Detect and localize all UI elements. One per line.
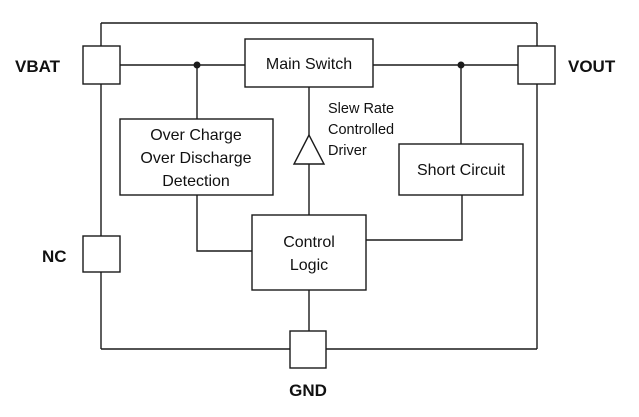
control-logic-label-line-1: Control [283, 234, 335, 251]
junction-dot-vbat [193, 61, 201, 69]
protection-label-line-3: Detection [162, 173, 230, 190]
driver-label-line-1: Slew Rate [328, 101, 394, 117]
package-outline [100, 22, 538, 350]
driver-label-line-2: Controlled [328, 122, 394, 138]
protection-label-line-2: Over Discharge [140, 150, 251, 167]
driver-annotation: Slew Rate Controlled Driver [328, 101, 394, 159]
pin-pad-gnd [289, 330, 327, 369]
control-logic-label-line-2: Logic [290, 257, 328, 274]
pin-label-vbat: VBAT [15, 57, 61, 76]
pin-pad-vout [517, 45, 556, 85]
wire-short-circuit-to-logic [366, 195, 463, 241]
short-circuit-label: Short Circuit [417, 162, 506, 179]
wire-protection-to-logic [196, 195, 252, 252]
internal-wiring [120, 64, 518, 331]
control-logic-block: Control Logic [251, 214, 367, 291]
main-switch-block: Main Switch [244, 38, 374, 88]
driver-label-line-3: Driver [328, 143, 367, 159]
driver-triangle [292, 133, 326, 165]
main-switch-label: Main Switch [266, 56, 352, 73]
short-circuit-block: Short Circuit [398, 143, 524, 196]
protection-block: Over Charge Over Discharge Detection [119, 118, 274, 196]
pin-label-vout: VOUT [568, 57, 616, 76]
pin-pad-nc [82, 235, 121, 273]
pin-pad-vbat [82, 45, 121, 85]
junction-dot-vout [457, 61, 465, 69]
protection-label-line-1: Over Charge [150, 127, 242, 144]
pin-label-gnd: GND [289, 381, 327, 400]
pin-label-nc: NC [42, 247, 67, 266]
